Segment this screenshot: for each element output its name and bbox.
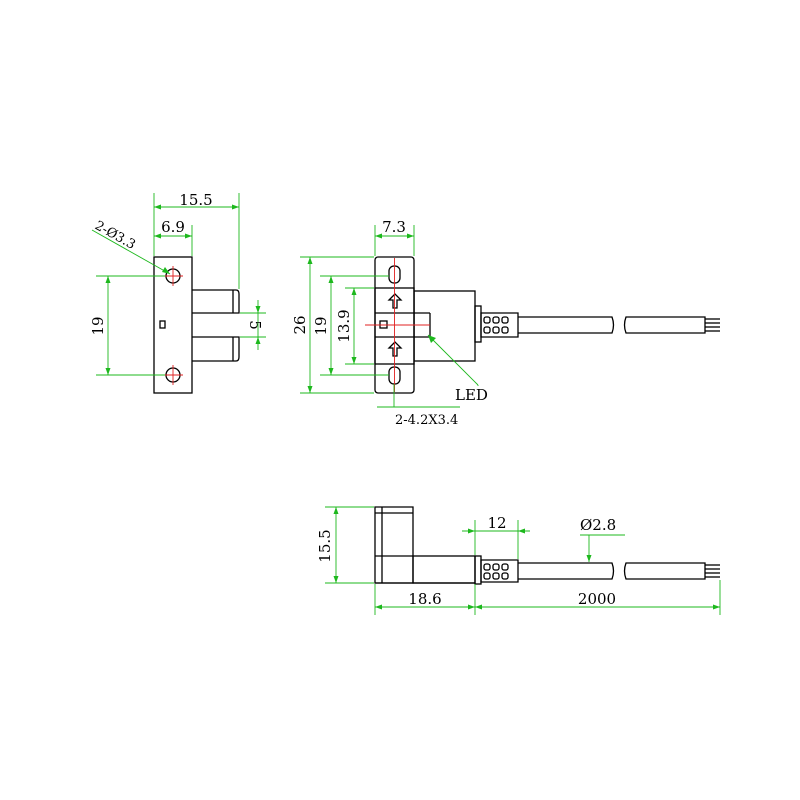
side-dim-inner-arrow-l [154, 233, 161, 239]
front-housing-block [413, 290, 476, 362]
side-dim-total-arrow-l [154, 204, 161, 210]
front-dim-height-holes: 19 [312, 316, 330, 335]
bottom-dim-height-arrow-t [333, 507, 339, 514]
side-led-mark [159, 320, 166, 329]
bottom-dim-cable-arrow-l [475, 604, 482, 610]
side-dim-hole: 2-Ø3.3 [92, 218, 138, 252]
bottom-view: 15.5 18.6 12 Ø2.8 2000 [316, 506, 721, 615]
front-boot-rib-3 [501, 316, 509, 324]
front-boot-rib-5 [492, 326, 500, 334]
bottom-boot-rib-6 [501, 572, 509, 580]
front-arrow-up-top-icon [387, 293, 403, 309]
front-dim-total-arrow-b [307, 386, 313, 393]
bottom-base-part [412, 555, 476, 584]
side-dim-height: 19 [89, 316, 107, 335]
front-dim-holes-arrow-b [328, 368, 334, 375]
bottom-dia-leader-arrow [586, 555, 592, 562]
front-dim-width: 7.3 [382, 218, 406, 236]
front-cable-segment-2 [623, 316, 706, 334]
front-boot-rib-6 [501, 326, 509, 334]
side-dim-slot-arrow-b [255, 337, 261, 344]
front-dim-width-arrow-r [407, 233, 414, 239]
front-boot-body [480, 312, 519, 338]
side-hole-leader-arrow [162, 267, 170, 274]
front-dim-total-arrow-t [307, 257, 313, 264]
side-upper-prong [192, 289, 240, 314]
bottom-boot-rib-5 [492, 572, 500, 580]
front-dim-window-arrow-t [351, 288, 357, 295]
side-body-outline [153, 256, 193, 394]
bottom-boot-rib-3 [501, 563, 509, 571]
front-arrow-up-bottom-icon [387, 341, 403, 357]
side-lower-prong [192, 336, 240, 362]
bottom-dim-body-arrow-l [375, 604, 382, 610]
bottom-dim-cable-len: 2000 [578, 590, 616, 608]
bottom-cable-segment-2 [623, 562, 706, 580]
bottom-dim-boot-arrow-r [518, 528, 525, 534]
front-slot-label: 2-4.2X3.4 [395, 413, 458, 428]
bottom-boot-rib-1 [483, 563, 491, 571]
side-dim-width-inner: 6.9 [161, 218, 185, 236]
front-boot-rib-4 [483, 326, 491, 334]
side-dim-inner-arrow-r [185, 233, 192, 239]
front-dim-width-arrow-l [375, 233, 382, 239]
side-dim-width-total: 15.5 [179, 191, 212, 209]
bottom-dim-cable-dia: Ø2.8 [580, 516, 616, 534]
front-boot-rib-2 [492, 316, 500, 324]
bottom-dim-cable-arrow-r [713, 604, 720, 610]
side-dim-slot-arrow-t [255, 306, 261, 313]
bottom-dim-boot-arrow-l [468, 528, 475, 534]
front-view: 7.3 26 19 13.9 LED 2-4.2X3.4 [291, 218, 720, 428]
bottom-boot-flange [474, 555, 482, 585]
bottom-dim-height: 15.5 [316, 529, 334, 562]
bottom-cable-segment-1 [518, 562, 615, 580]
front-led-label: LED [455, 386, 488, 404]
front-dim-window-arrow-b [351, 357, 357, 364]
front-dim-holes-arrow-t [328, 276, 334, 283]
side-dim-total-arrow-r [232, 204, 239, 210]
bottom-boot-rib-2 [492, 563, 500, 571]
bottom-dim-height-arrow-b [333, 576, 339, 583]
front-led-mark [379, 320, 388, 329]
side-dim-slot: 5 [246, 320, 264, 330]
side-dim-height-arrow-t [105, 276, 111, 283]
side-dim-height-arrow-b [105, 368, 111, 375]
front-boot-flange [474, 305, 482, 343]
bottom-dim-body-len: 18.6 [408, 590, 441, 608]
front-led-leader [427, 334, 479, 386]
front-dim-height-window: 13.9 [335, 309, 353, 342]
bottom-boot-rib-4 [483, 572, 491, 580]
front-led-leader-arrow [428, 335, 436, 343]
bottom-boot-body [480, 559, 519, 583]
bottom-dim-boot-len: 12 [487, 514, 506, 532]
bottom-tall-part [374, 506, 414, 584]
side-view: 15.5 6.9 2-Ø3.3 19 5 [89, 191, 266, 394]
front-cable-segment-1 [518, 316, 615, 334]
front-boot-rib-1 [483, 316, 491, 324]
front-dim-height-total: 26 [291, 315, 309, 334]
side-hole-leader [91, 229, 171, 275]
bottom-dim-body-arrow-r [468, 604, 475, 610]
